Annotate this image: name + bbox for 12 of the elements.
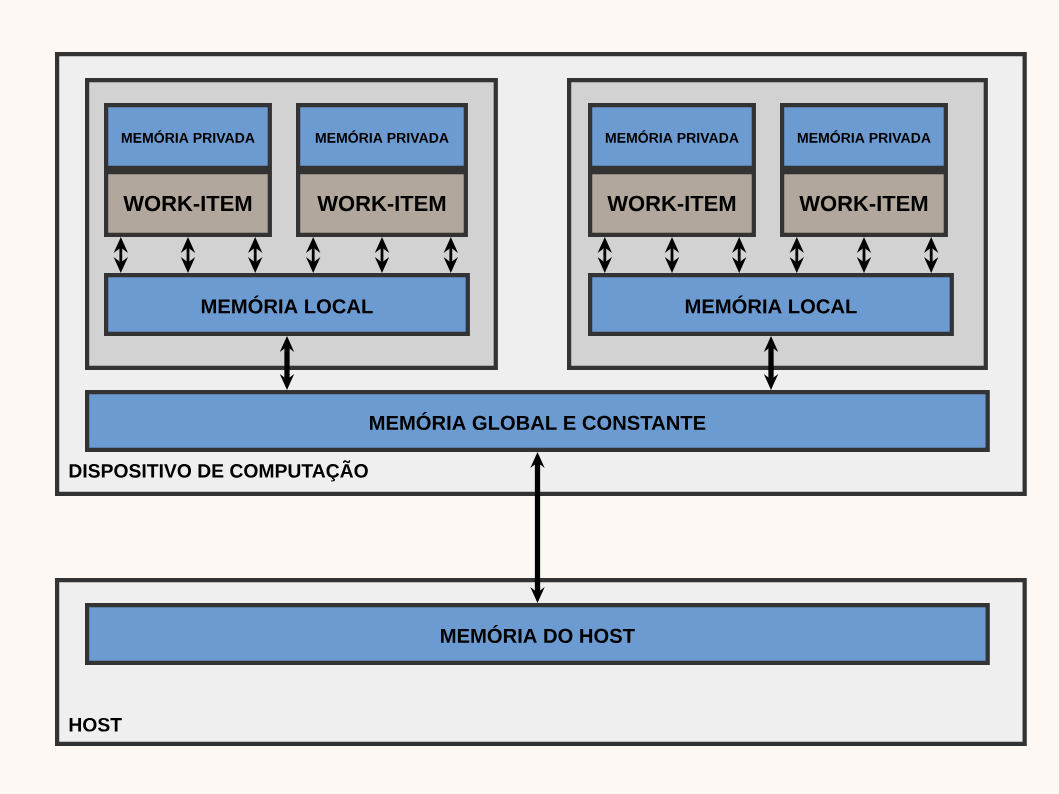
memory-box: MEMÓRIA PRIVADA <box>104 103 272 170</box>
work-item-box: WORK-ITEM <box>588 170 756 237</box>
memory-box: MEMÓRIA PRIVADA <box>588 103 756 170</box>
memory-box: MEMÓRIA GLOBAL E CONSTANTE <box>85 390 990 452</box>
work-item-box: WORK-ITEM <box>104 170 272 237</box>
memory-box: MEMÓRIA LOCAL <box>588 273 954 336</box>
memory-box: MEMÓRIA LOCAL <box>104 273 470 336</box>
memory-box: MEMÓRIA PRIVADA <box>780 103 948 170</box>
work-item-box: WORK-ITEM <box>780 170 948 237</box>
memory-box: MEMÓRIA PRIVADA <box>296 103 468 170</box>
work-item-box: WORK-ITEM <box>296 170 468 237</box>
memory-box: MEMÓRIA DO HOST <box>85 603 990 665</box>
